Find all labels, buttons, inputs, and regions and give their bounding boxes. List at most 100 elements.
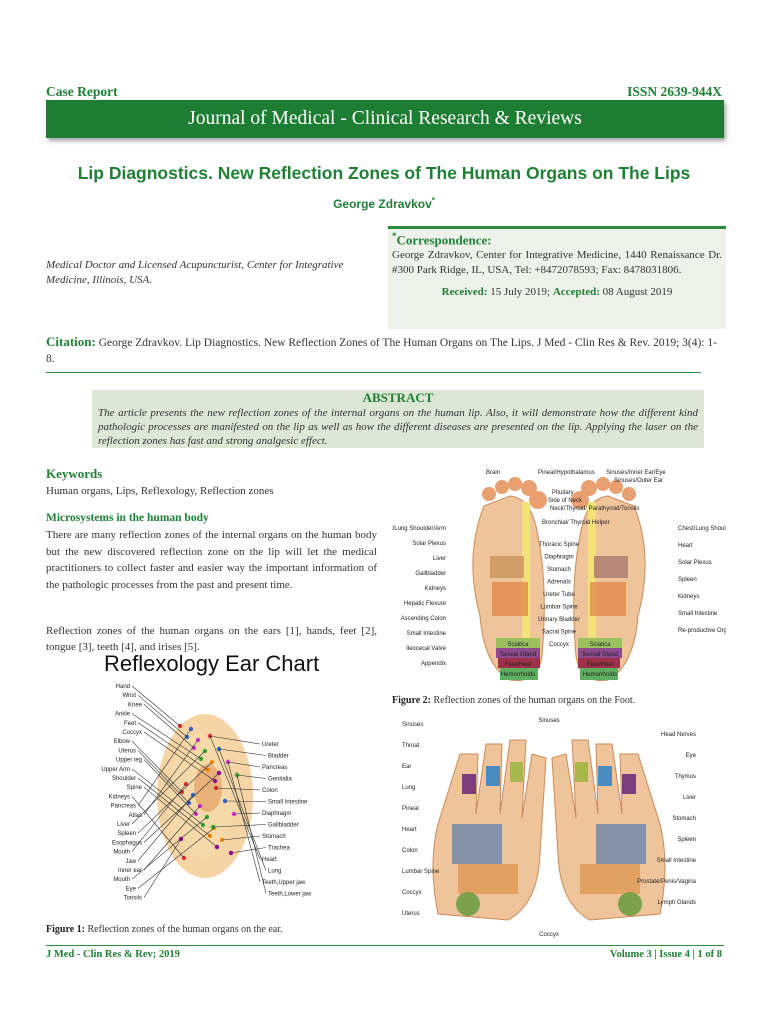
divider bbox=[46, 372, 701, 373]
ear-leader bbox=[212, 824, 267, 828]
foot-heel-label: Sciatica bbox=[589, 642, 611, 648]
foot-label-right: Chest/Lung Shoulder/Arm bbox=[678, 526, 726, 532]
foot-label-right: Small Intestine bbox=[678, 611, 718, 617]
foot-label-right: Kidneys bbox=[678, 594, 699, 600]
ear-label-left: Pancreas bbox=[111, 804, 136, 810]
ear-label-right: Bladder bbox=[268, 754, 289, 760]
author-text: George Zdravkov bbox=[333, 197, 432, 211]
hand-label-bottom: Coccyx bbox=[539, 932, 559, 938]
correspondence-box: *Correspondence: George Zdravkov, Center… bbox=[388, 226, 726, 329]
ear-leader bbox=[131, 768, 204, 826]
right-intestine-zone bbox=[590, 582, 626, 616]
foot-heel-label: Sexual Gland bbox=[582, 652, 618, 658]
footer-page: Volume 3 | Issue 4 | 1 of 8 bbox=[609, 949, 722, 960]
correspondence-text: George Zdravkov, Center for Integrative … bbox=[392, 249, 722, 277]
ear-label-right: Teeth,Upper jaw bbox=[262, 880, 306, 886]
received-date: 15 July 2019; bbox=[490, 286, 551, 299]
right-heel-zone bbox=[578, 658, 620, 668]
ear-label-left: Spleen bbox=[117, 831, 136, 837]
correspondence-mark: * bbox=[392, 231, 397, 241]
foot-label-top: Pineal/Hypothalamus bbox=[538, 470, 595, 476]
foot-heel-label: Hemorrhoids bbox=[583, 672, 617, 678]
foot-label-right: Heart bbox=[678, 543, 693, 549]
foot-label-mid: Sacral Spine bbox=[542, 630, 577, 636]
ear-leader bbox=[227, 761, 261, 768]
hand-label: Heart bbox=[402, 827, 417, 833]
ear-leader bbox=[230, 847, 267, 854]
citation-text: George Zdravkov. Lip Diagnostics. New Re… bbox=[46, 337, 717, 365]
foot-label-mid: Stomach bbox=[547, 567, 571, 573]
ear-leader bbox=[143, 739, 199, 815]
hand-label: Eye bbox=[686, 753, 697, 759]
ear-leader bbox=[209, 735, 261, 860]
right-spleen-zone bbox=[594, 556, 628, 578]
ear-leader bbox=[209, 735, 261, 745]
hand-label: Liver bbox=[683, 795, 696, 801]
hand-label: Uterus bbox=[402, 911, 420, 917]
abstract-text: The article presents the new reflection … bbox=[98, 407, 698, 447]
ear-label-left: Jaw bbox=[125, 859, 136, 865]
ear-leader bbox=[131, 816, 208, 880]
hand-label: Colon bbox=[402, 848, 418, 854]
foot-label-left: Ascending Colon bbox=[401, 616, 446, 622]
hand-label: Pineal bbox=[402, 806, 419, 812]
dates: Received: 15 July 2019; Accepted: 08 Aug… bbox=[392, 286, 722, 298]
ear-label-left: Knee bbox=[128, 702, 143, 708]
figure2-caption: Figure 2: Reflection zones of the human … bbox=[392, 695, 635, 706]
ear-leader bbox=[224, 800, 267, 802]
ear-label-right: Stomach bbox=[262, 834, 286, 840]
author-name: George Zdravkov* bbox=[20, 196, 748, 211]
received-label: Received: bbox=[441, 286, 488, 299]
foot-label-top: Pituitary bbox=[552, 490, 574, 496]
ear-label-left: Feet bbox=[124, 721, 136, 727]
ear-leader bbox=[131, 750, 206, 825]
keywords-heading: Keywords bbox=[46, 466, 103, 481]
hand-label: Coccyx bbox=[402, 890, 422, 896]
hand-label: Lumbar Spine bbox=[402, 869, 440, 875]
ear-leader bbox=[236, 774, 267, 894]
ear-leader bbox=[215, 787, 261, 791]
foot-label-top: Bronchial/ Thyroid Helper bbox=[542, 520, 610, 526]
foot-label-left: Kidneys bbox=[425, 586, 446, 592]
ear-label-right: Heart bbox=[262, 857, 277, 863]
ear-label-left: Ankle bbox=[115, 712, 131, 718]
ear-label-left: Coccyx bbox=[122, 730, 142, 736]
ear-leader bbox=[143, 838, 182, 898]
hand-label: Lymph Glands bbox=[658, 900, 696, 906]
ear-label-left: Kidneys bbox=[109, 794, 130, 800]
foot-label-right: Spleen bbox=[678, 577, 697, 583]
ear-chart-figure: HandWristKneeAnkleFeetCoccyxElbowUterusU… bbox=[101, 684, 312, 902]
ear-leader bbox=[137, 827, 215, 889]
ear-leader bbox=[131, 685, 181, 727]
ear-label-left: Mouth bbox=[113, 850, 130, 856]
left-spine-zone bbox=[522, 502, 530, 652]
footer-rule bbox=[46, 945, 724, 946]
foot-label-top: Neck/Thyroid/ Parathyroid/Tonsils bbox=[550, 506, 639, 512]
citation-label: Citation: bbox=[46, 334, 96, 349]
ear-label-left: Tonsils bbox=[124, 896, 142, 902]
left-intestine-zone bbox=[492, 582, 528, 616]
ear-label-left: Hand bbox=[116, 684, 130, 690]
ear-label-left: Wrist bbox=[122, 693, 136, 699]
ear-chart-title: Reflexology Ear Chart bbox=[104, 651, 320, 676]
ear-leader bbox=[143, 704, 195, 749]
paragraph-1: There are many reflection zones of the i… bbox=[46, 529, 377, 591]
foot-label-left: Appendix bbox=[421, 661, 446, 667]
citation: Citation: George Zdravkov. Lip Diagnosti… bbox=[46, 334, 722, 367]
left-heel-zone bbox=[498, 658, 540, 668]
ear-label-right: Ureter bbox=[262, 742, 279, 748]
correspondence-heading: *Correspondence: bbox=[392, 231, 722, 248]
foot-label-left: Ileocecal Valve bbox=[406, 646, 447, 652]
ear-leader bbox=[233, 812, 261, 815]
ear-label-left: Uterus bbox=[118, 748, 136, 754]
foot-heel-label: Sciatica bbox=[507, 642, 529, 648]
ear-leader bbox=[131, 783, 187, 852]
foot-label-mid: Coccyx bbox=[549, 642, 569, 648]
ear-label-left: Mouth bbox=[113, 877, 130, 883]
paragraph-2: Reflection zones of the human organs on … bbox=[46, 625, 377, 653]
ear-labels: HandWristKneeAnkleFeetCoccyxElbowUterusU… bbox=[101, 684, 312, 902]
foot-label-top: Sinuses/Inner Ear/Eye bbox=[606, 470, 666, 476]
right-sciatica-zone bbox=[578, 638, 622, 648]
